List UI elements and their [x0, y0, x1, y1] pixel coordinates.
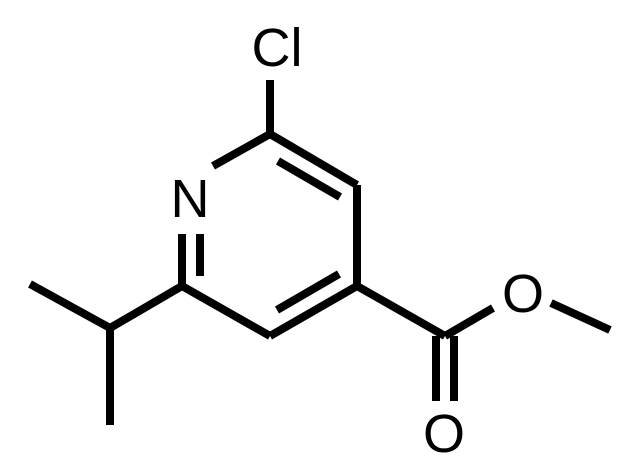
- bond-o-ester-methyl: [549, 299, 612, 334]
- atom-label-chlorine: Cl: [252, 18, 303, 78]
- bond-c4-carbonyl-c: [355, 282, 447, 340]
- bond-n1-c2: [211, 130, 272, 170]
- atom-label-carbonyl-oxygen: O: [423, 404, 465, 464]
- bond-ch-methyl-left: [28, 280, 112, 332]
- bond-carbonyl-c-o-ester: [442, 304, 496, 340]
- bond-c2-c3-inner: [275, 157, 343, 201]
- bond-c4-c5: [268, 282, 359, 340]
- bond-c4-c5-inner: [274, 270, 342, 314]
- atom-label-ester-oxygen: O: [502, 264, 544, 324]
- bond-c2-c3: [267, 130, 360, 189]
- atom-label-nitrogen: N: [171, 169, 210, 229]
- bond-c5-c6: [180, 282, 272, 340]
- bond-c6-ch: [107, 282, 185, 332]
